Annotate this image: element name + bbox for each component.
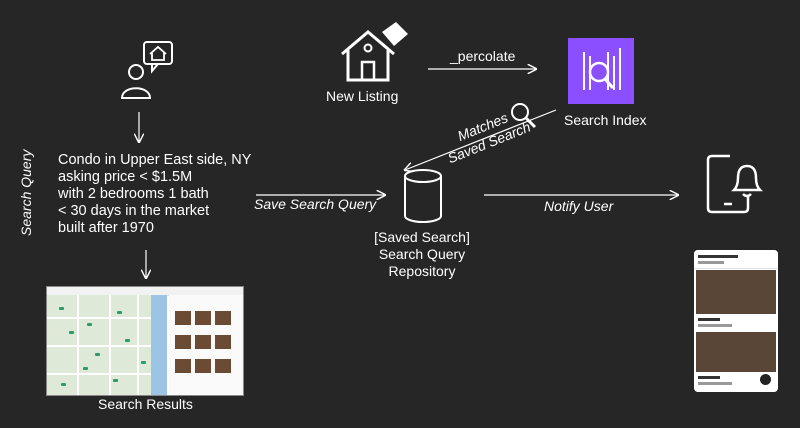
save-search-query-label: Save Search Query [254,196,377,212]
price-tag-symbol: $ [392,8,399,20]
query-line: built after 1970 [58,220,154,236]
search-index-icon [583,48,621,90]
arrow-index-to-repository [405,109,557,170]
database-icon [404,169,442,223]
search-results-screenshot [46,286,244,396]
notification-phone-screenshot [694,250,778,392]
query-line: asking price < $1.5M [58,169,193,185]
repository-line-1: [Saved Search] [374,229,470,245]
phone-header [694,250,778,269]
repository-label: [Saved Search] Search Query Repository [362,229,482,280]
search-index-label: Search Index [564,112,647,128]
percolate-label: _percolate [450,48,516,64]
query-line: < 30 days in the market [58,203,210,219]
search-query-criteria: Condo in Upper East side, NY asking pric… [58,152,251,237]
listing-photo [696,332,776,372]
phone-action-button [760,374,771,385]
phone-notification-icon [706,154,764,214]
results-map-river [151,295,167,395]
repository-line-3: Repository [388,263,456,279]
magnifier-icon [511,103,537,129]
house-price-tag-icon [341,22,408,82]
repository-line-2: Search Query [378,246,466,262]
user-home-icon [120,41,173,99]
query-line: Condo in Upper East side, NY [58,152,252,168]
listing-photo [696,270,776,314]
query-line: with 2 bedrooms 1 bath [58,186,209,202]
search-results-label: Search Results [98,396,193,412]
new-listing-label: New Listing [326,88,399,104]
search-query-vertical-label: Search Query [18,149,34,236]
search-index-box [568,38,634,104]
notify-user-label: Notify User [544,198,614,214]
